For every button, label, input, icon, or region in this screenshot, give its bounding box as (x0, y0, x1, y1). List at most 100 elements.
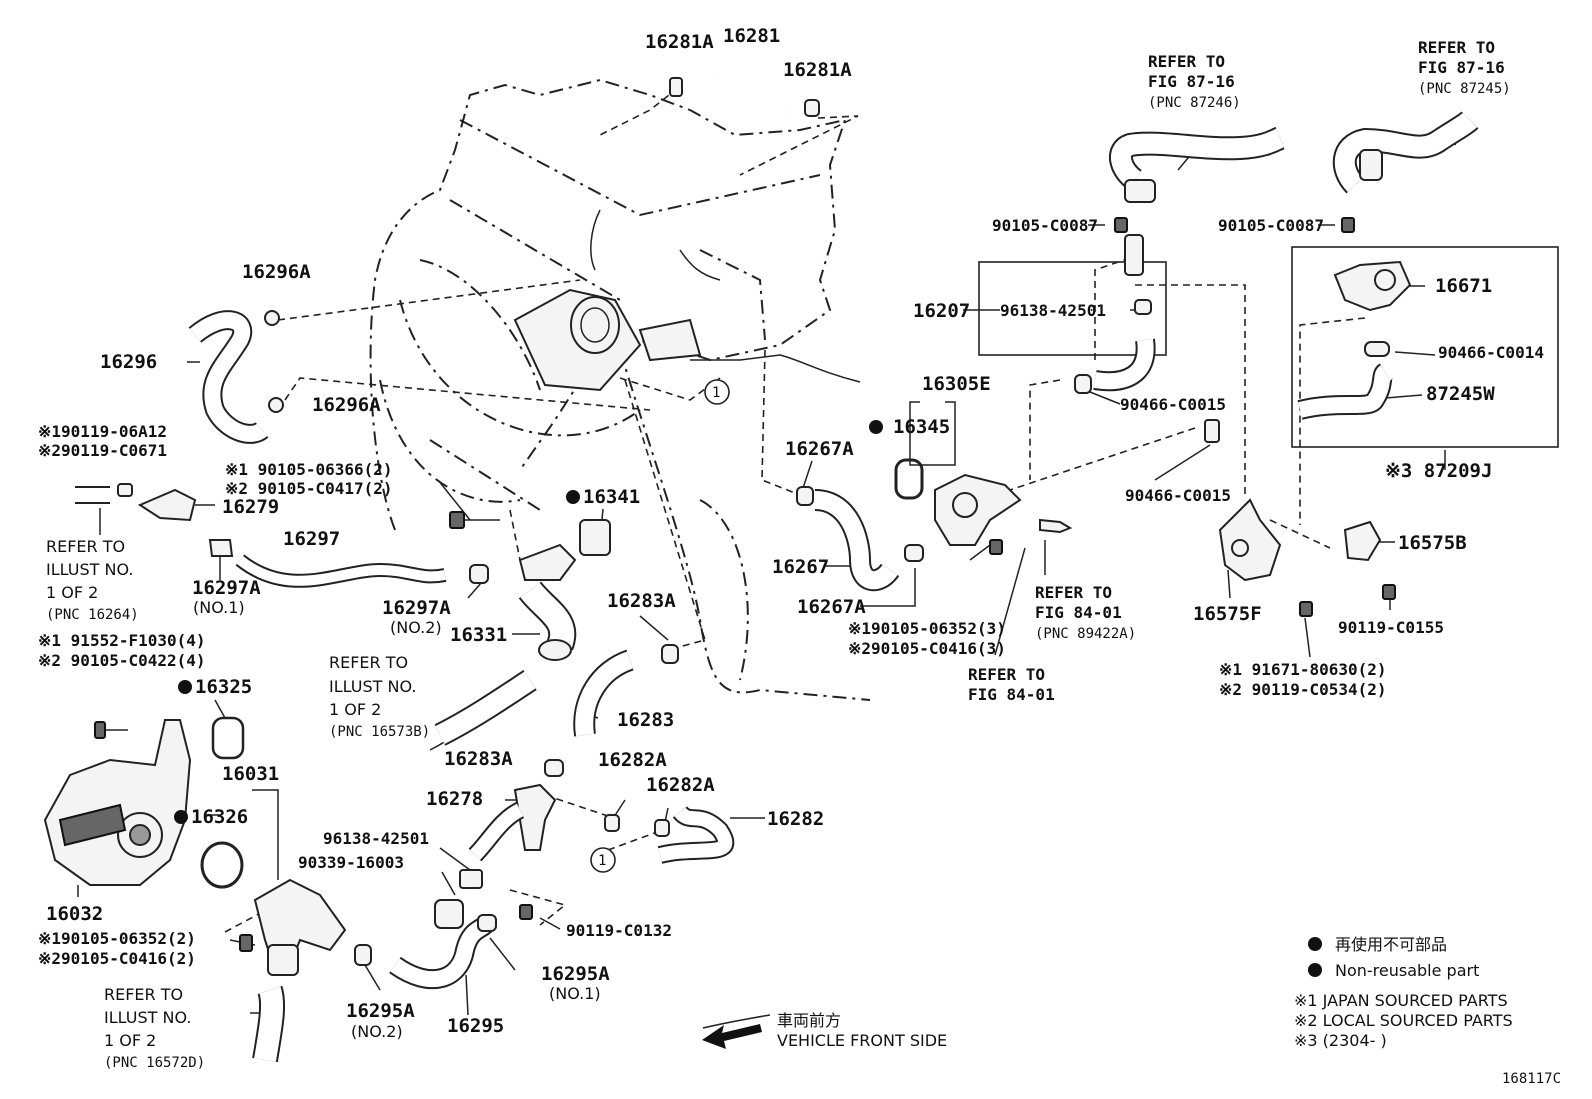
label-90119-C0671: ※290119-C0671 (38, 441, 167, 460)
label-16296A: 16296A (242, 261, 311, 283)
label-16296: 16296 (100, 351, 157, 373)
refer-84-01-line2: FIG 84-01 (968, 685, 1055, 704)
label-16325: 16325 (195, 676, 252, 698)
label-16283A: 16283A (607, 590, 676, 612)
label-16278: 16278 (426, 788, 483, 810)
label-96138-42501: 96138-42501 (323, 829, 429, 848)
label-16283A: 16283A (444, 748, 513, 770)
refer-87246-line3: (PNC 87246) (1148, 95, 1241, 111)
legend-note-3: ※3 (2304- ) (1294, 1031, 1387, 1050)
label-16575F: 16575F (1193, 603, 1262, 625)
label-90105-06366: ※1 90105-06366(2) (225, 460, 393, 479)
label-16282A: 16282A (598, 749, 667, 771)
label-90105-C0087: 90105-C0087 (992, 216, 1098, 235)
legend-note-1: ※1 JAPAN SOURCED PARTS (1294, 991, 1508, 1010)
circle-1-label: 1 (598, 853, 606, 869)
front-arrow-icon (702, 1024, 762, 1049)
non-reusable-markers (174, 420, 883, 824)
refer-16572D-line1: REFER TO (104, 985, 183, 1004)
refer-16572D-line2: ILLUST NO. (104, 1008, 191, 1027)
refer-16572D-line3: 1 OF 2 (104, 1031, 156, 1050)
label-16282A: 16282A (646, 774, 715, 796)
label-16331: 16331 (450, 624, 507, 646)
label-90105-06352: ※190105-06352(2) (38, 929, 196, 948)
label-16671: 16671 (1435, 275, 1492, 297)
refer-16573B-line3: 1 OF 2 (329, 700, 381, 719)
label-16267: 16267 (772, 556, 829, 578)
label-16305E: 16305E (922, 373, 991, 395)
label-87245W: 87245W (1426, 383, 1495, 405)
label-90105-C0416: ※290105-C0416(3) (848, 639, 1006, 658)
label-91671-80630: ※1 91671-80630(2) (1219, 660, 1387, 679)
circle-1-label: 1 (712, 385, 720, 401)
label-90119-C0534: ※2 90119-C0534(2) (1219, 680, 1387, 699)
label-16345: 16345 (893, 416, 950, 438)
refer-16572D-line4: (PNC 16572D) (104, 1055, 205, 1071)
label-90105-C0417: ※2 90105-C0417(2) (225, 479, 393, 498)
refer-87246-line2: FIG 87-16 (1148, 72, 1235, 91)
refer-89422A-line2: FIG 84-01 (1035, 603, 1122, 622)
refer-16573B-line4: (PNC 16573B) (329, 724, 430, 740)
refer-16264-line4: (PNC 16264) (46, 607, 139, 623)
refer-notes: REFER TO FIG 87-16 (PNC 87246) REFER TO … (46, 38, 1511, 1071)
label-16267A: 16267A (797, 596, 866, 618)
label-90466-C0015: 90466-C0015 (1120, 395, 1226, 414)
refer-16264-line1: REFER TO (46, 537, 125, 556)
label-91552-F1030: ※1 91552-F1030(4) (38, 631, 206, 650)
label-90105-C0087: 90105-C0087 (1218, 216, 1324, 235)
refer-16573B-line2: ILLUST NO. (329, 677, 416, 696)
front-label-jp: 車両前方 (777, 1011, 841, 1030)
label-16297: 16297 (283, 528, 340, 550)
label-16282: 16282 (767, 808, 824, 830)
label-90466-C0014: 90466-C0014 (1438, 343, 1544, 362)
refer-84-01-line1: REFER TO (968, 665, 1045, 684)
refer-16264-line3: 1 OF 2 (46, 583, 98, 602)
label-16207: 16207 (913, 300, 970, 322)
label-16295: 16295 (447, 1015, 504, 1037)
label-90466-C0015: 90466-C0015 (1125, 486, 1231, 505)
label-90105-06352: ※190105-06352(3) (848, 619, 1006, 638)
label-90119-C0155: 90119-C0155 (1338, 618, 1444, 637)
refer-16264-line2: ILLUST NO. (46, 560, 133, 579)
label-16031: 16031 (222, 763, 279, 785)
label-96138-42501: 96138-42501 (1000, 301, 1106, 320)
refer-87245-line3: (PNC 87245) (1418, 81, 1511, 97)
refer-89422A-line3: (PNC 89422A) (1035, 626, 1136, 642)
legend-jp: 再使用不可部品 (1335, 935, 1447, 954)
label-87209J: ※3 87209J (1385, 460, 1492, 482)
refer-87246-line1: REFER TO (1148, 52, 1225, 71)
legend: 再使用不可部品 Non-reusable part ※1 JAPAN SOURC… (1294, 935, 1513, 1050)
label-16281A: 16281A (783, 59, 852, 81)
front-label-en: VEHICLE FRONT SIDE (777, 1031, 947, 1050)
label-90339-16003: 90339-16003 (298, 853, 404, 872)
label-90105-C0422: ※2 90105-C0422(4) (38, 651, 206, 670)
label-16297A: 16297A (192, 577, 261, 599)
label-90119-06A12: ※190119-06A12 (38, 422, 167, 441)
label-16297A-no2: (NO.2) (390, 618, 442, 637)
label-16297A-no1: (NO.1) (193, 598, 245, 617)
refer-16573B-line1: REFER TO (329, 653, 408, 672)
label-90105-C0416: ※290105-C0416(2) (38, 949, 196, 968)
figure-id: 168117C (1502, 1071, 1561, 1087)
label-16341: 16341 (583, 486, 640, 508)
label-16267A: 16267A (785, 438, 854, 460)
label-16295A-no1: (NO.1) (549, 984, 601, 1003)
label-16281A: 16281A (645, 31, 714, 53)
label-16283: 16283 (617, 709, 674, 731)
label-16279: 16279 (222, 496, 279, 518)
box-16207 (978, 261, 1167, 356)
label-16296A: 16296A (312, 394, 381, 416)
circle-marker-1: 1 1 (590, 379, 730, 873)
reference-lines (224, 87, 1366, 933)
label-90119-C0132: 90119-C0132 (566, 921, 672, 940)
legend-en: Non-reusable part (1335, 961, 1479, 980)
label-16295A: 16295A (541, 963, 610, 985)
parts-artwork (43, 63, 1479, 1063)
label-16575B: 16575B (1398, 532, 1467, 554)
refer-87245-line1: REFER TO (1418, 38, 1495, 57)
label-16326: 16326 (191, 806, 248, 828)
label-16281: 16281 (723, 25, 780, 47)
vehicle-front-indicator: 車両前方 VEHICLE FRONT SIDE (702, 1011, 947, 1050)
label-16032: 16032 (46, 903, 103, 925)
